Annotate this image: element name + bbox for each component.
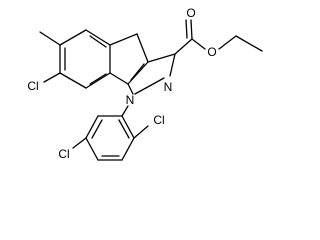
bond [121,105,129,117]
atom-labels: N N O O Cl Cl Cl [27,6,216,161]
bond [127,83,134,95]
bond [134,77,165,95]
bond [190,19,193,40]
bond [89,35,107,48]
bonds [39,19,263,161]
bond [133,125,149,139]
bond [127,61,149,85]
bond [174,38,193,55]
atom-label-para-chlorine: Cl [58,147,69,161]
bond [85,29,111,46]
bond [136,33,149,63]
molecule-structure: N N O O Cl Cl Cl [27,6,263,161]
bond [109,33,138,46]
bond [43,72,61,83]
bond [89,73,107,85]
bond [72,137,87,149]
bond [191,38,206,50]
bond [218,35,237,50]
atom-label-carbonyl-oxygen: O [186,6,195,20]
bond [85,72,111,89]
bond [147,53,176,63]
atom-label-indene-chlorine: Cl [27,79,38,93]
bond [39,31,61,46]
bond [185,19,188,39]
bond [109,72,129,85]
bond [121,137,135,161]
atom-label-ortho-chlorine: Cl [153,113,164,127]
atom-label-ester-oxygen: O [207,45,216,59]
bond [59,29,87,46]
bond [235,35,263,52]
bond [169,53,176,77]
bond [121,115,135,139]
atom-label-n1: N [126,93,135,107]
atom-label-n2: N [164,80,173,94]
bond [59,72,87,89]
bond [85,137,99,161]
bond [130,63,145,81]
bond [91,119,103,139]
bond [85,115,99,139]
bond [118,119,130,139]
